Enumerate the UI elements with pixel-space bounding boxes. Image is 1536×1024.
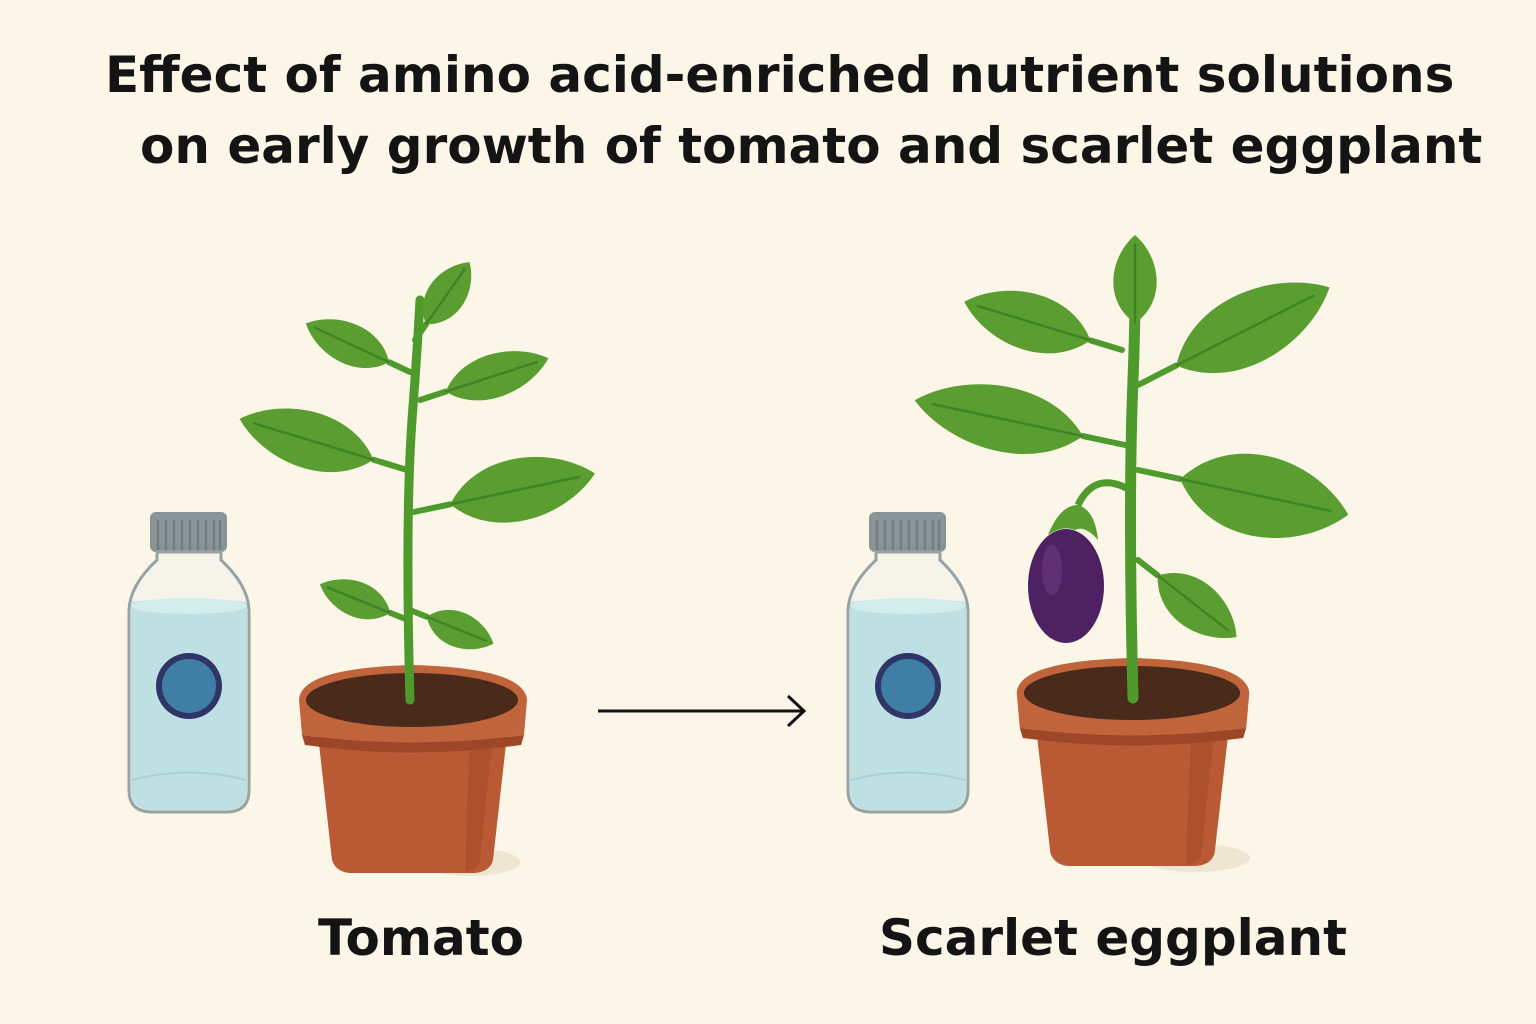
tomato-leaf-petiole — [417, 388, 449, 403]
eggplant-leaf-petiole — [1135, 467, 1184, 482]
label-scarlet-eggplant: Scarlet eggplant — [879, 909, 1347, 967]
tomato-leaf-vein — [426, 615, 488, 643]
tomato-leaf-vein — [445, 360, 539, 393]
title-line-2: on early growth of tomato and scarlet eg… — [140, 117, 1482, 175]
label-tomato: Tomato — [318, 909, 524, 967]
tomato-leaf-vein — [424, 267, 467, 326]
tomato-leaf-petiole — [387, 609, 411, 623]
eggplant-leaf-vein — [931, 402, 1084, 438]
eggplant-foliage — [914, 235, 1349, 704]
tomato-stem — [403, 295, 425, 705]
title-line-1: Effect of amino acid-enriched nutrient s… — [105, 46, 1454, 104]
tomato-leaf-vein — [449, 475, 581, 506]
nutrient-bottle-left — [127, 510, 251, 814]
tomato-plant — [239, 262, 595, 876]
tomato-leaf-vein — [252, 421, 374, 461]
tomato-leaf-petiole — [386, 359, 413, 375]
eggplant-leaf-petiole — [1079, 433, 1128, 448]
tomato-leaf-petiole — [412, 321, 429, 343]
tomato-leaf-petiole — [370, 456, 410, 473]
eggplant-leaf-petiole — [1135, 557, 1161, 579]
eggplant-leaf-vein — [976, 304, 1091, 342]
tomato-leaf-vein — [313, 326, 390, 364]
tomato-leaf-vein — [326, 586, 391, 615]
eggplant-leaf-vein — [1156, 574, 1230, 632]
tomato-leaf-petiole — [407, 607, 430, 620]
eggplant-leaf-petiole — [1135, 362, 1180, 388]
eggplant-plant — [914, 235, 1349, 872]
nutrient-bottle-right — [846, 510, 970, 814]
tomato-leaf-petiole — [411, 501, 454, 515]
eggplant-leaf-vein — [1179, 477, 1332, 513]
eggplant-leaf-vein — [1175, 294, 1315, 367]
tomato-foliage — [239, 262, 595, 705]
eggplant-fruit — [1028, 479, 1132, 643]
arrow-icon — [598, 694, 807, 728]
eggplant-leaf-petiole — [1087, 337, 1125, 353]
